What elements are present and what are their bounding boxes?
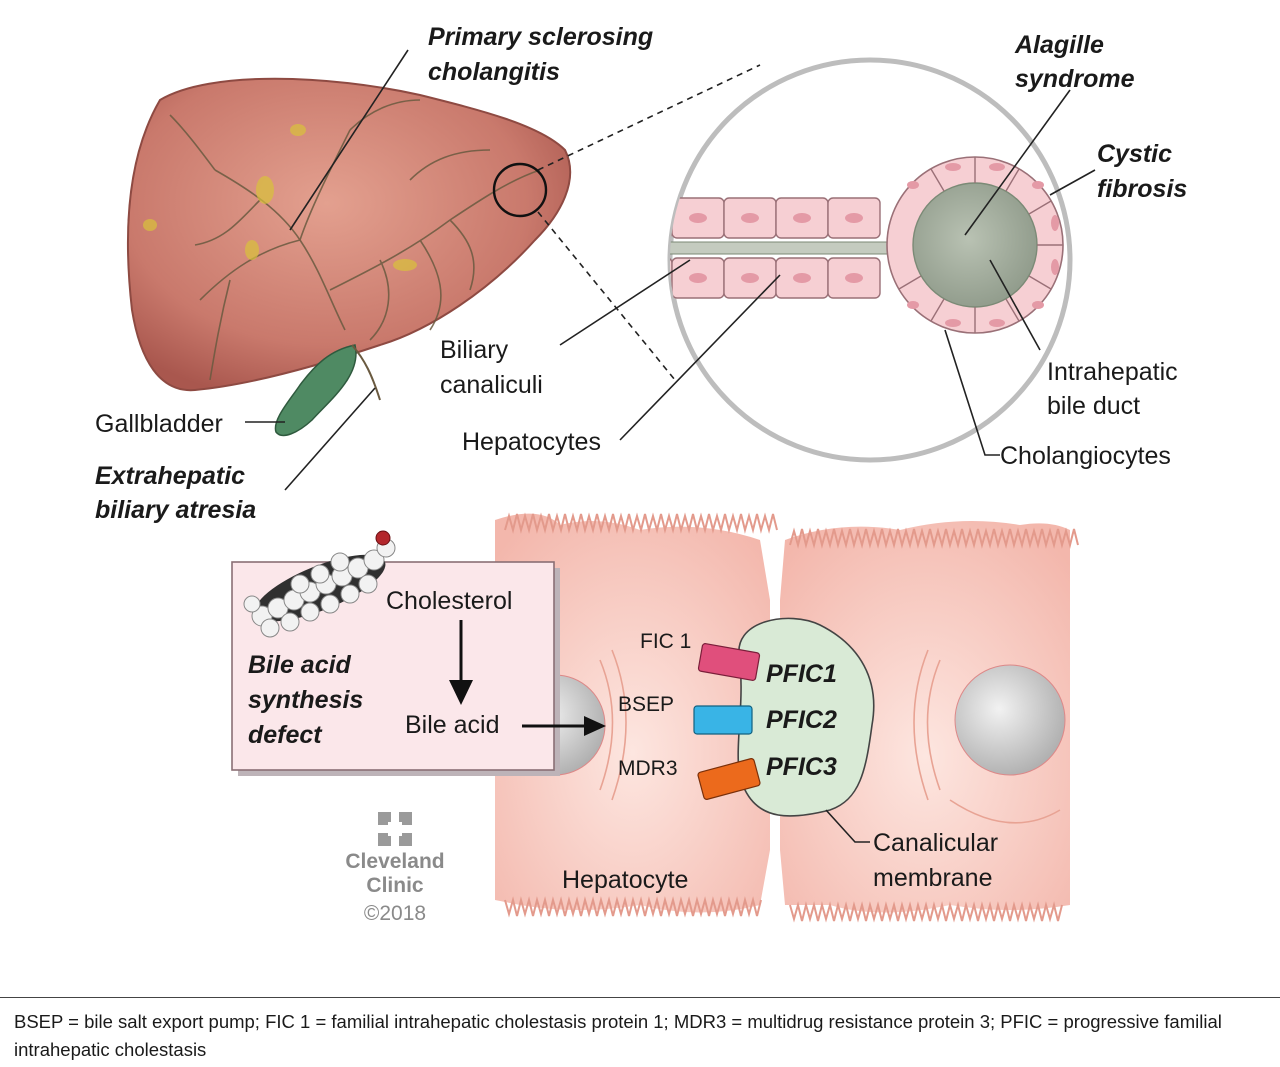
label-pfic1: PFIC1	[766, 660, 837, 688]
magnified-view	[667, 57, 1073, 463]
footnote: BSEP = bile salt export pump; FIC 1 = fa…	[14, 1011, 1222, 1060]
cholesterol-molecule-icon	[243, 530, 396, 638]
label-canalicular-2: membrane	[873, 864, 993, 892]
label-alagille-1: Alagille	[1014, 31, 1104, 59]
label-cystic-2: fibrosis	[1097, 175, 1187, 203]
bsep-transporter	[693, 705, 753, 735]
label-pfic3: PFIC3	[766, 753, 837, 781]
label-bad-3: defect	[248, 721, 323, 749]
label-alagille-2: syndrome	[1015, 65, 1135, 93]
label-mdr3: MDR3	[618, 757, 678, 780]
bile-acid-box: Cholesterol Bile acid Bile acid synthesi…	[231, 530, 560, 776]
label-cholesterol: Cholesterol	[386, 587, 512, 615]
cleveland-clinic-logo: Cleveland Clinic ©2018	[345, 812, 445, 925]
label-ibd-1: Intrahepatic	[1047, 358, 1178, 386]
label-cystic-1: Cystic	[1097, 140, 1172, 168]
label-hepatocyte: Hepatocyte	[562, 866, 688, 894]
label-bad-1: Bile acid	[248, 651, 352, 679]
label-fic1: FIC 1	[640, 630, 691, 653]
logo-copyright: ©2018	[364, 902, 426, 925]
label-psc-2: cholangitis	[428, 58, 560, 86]
label-biliary-1: Biliary	[440, 336, 509, 364]
label-gallbladder: Gallbladder	[95, 410, 223, 438]
mdr3-transporter	[697, 758, 761, 800]
hepatocyte-pair	[495, 512, 1079, 923]
footnote-divider	[0, 997, 1280, 998]
label-biliary-2: canaliculi	[440, 371, 543, 399]
liver-illustration	[126, 77, 572, 437]
logo-line2: Clinic	[366, 874, 423, 897]
label-canalicular-1: Canalicular	[873, 829, 998, 857]
label-extrahepatic-2: biliary atresia	[95, 496, 256, 524]
label-bad-2: synthesis	[248, 686, 363, 714]
label-extrahepatic-1: Extrahepatic	[95, 462, 245, 490]
label-bile-acid: Bile acid	[405, 711, 500, 739]
gallbladder-shape	[274, 344, 357, 437]
label-psc-1: Primary sclerosing	[428, 23, 653, 51]
fic1-transporter	[697, 643, 761, 681]
logo-line1: Cleveland	[345, 850, 444, 873]
label-ibd-2: bile duct	[1047, 392, 1140, 420]
label-bsep: BSEP	[618, 693, 674, 716]
label-pfic2: PFIC2	[766, 706, 837, 734]
label-hepatocytes: Hepatocytes	[462, 428, 601, 456]
label-cholangiocytes: Cholangiocytes	[1000, 442, 1171, 470]
